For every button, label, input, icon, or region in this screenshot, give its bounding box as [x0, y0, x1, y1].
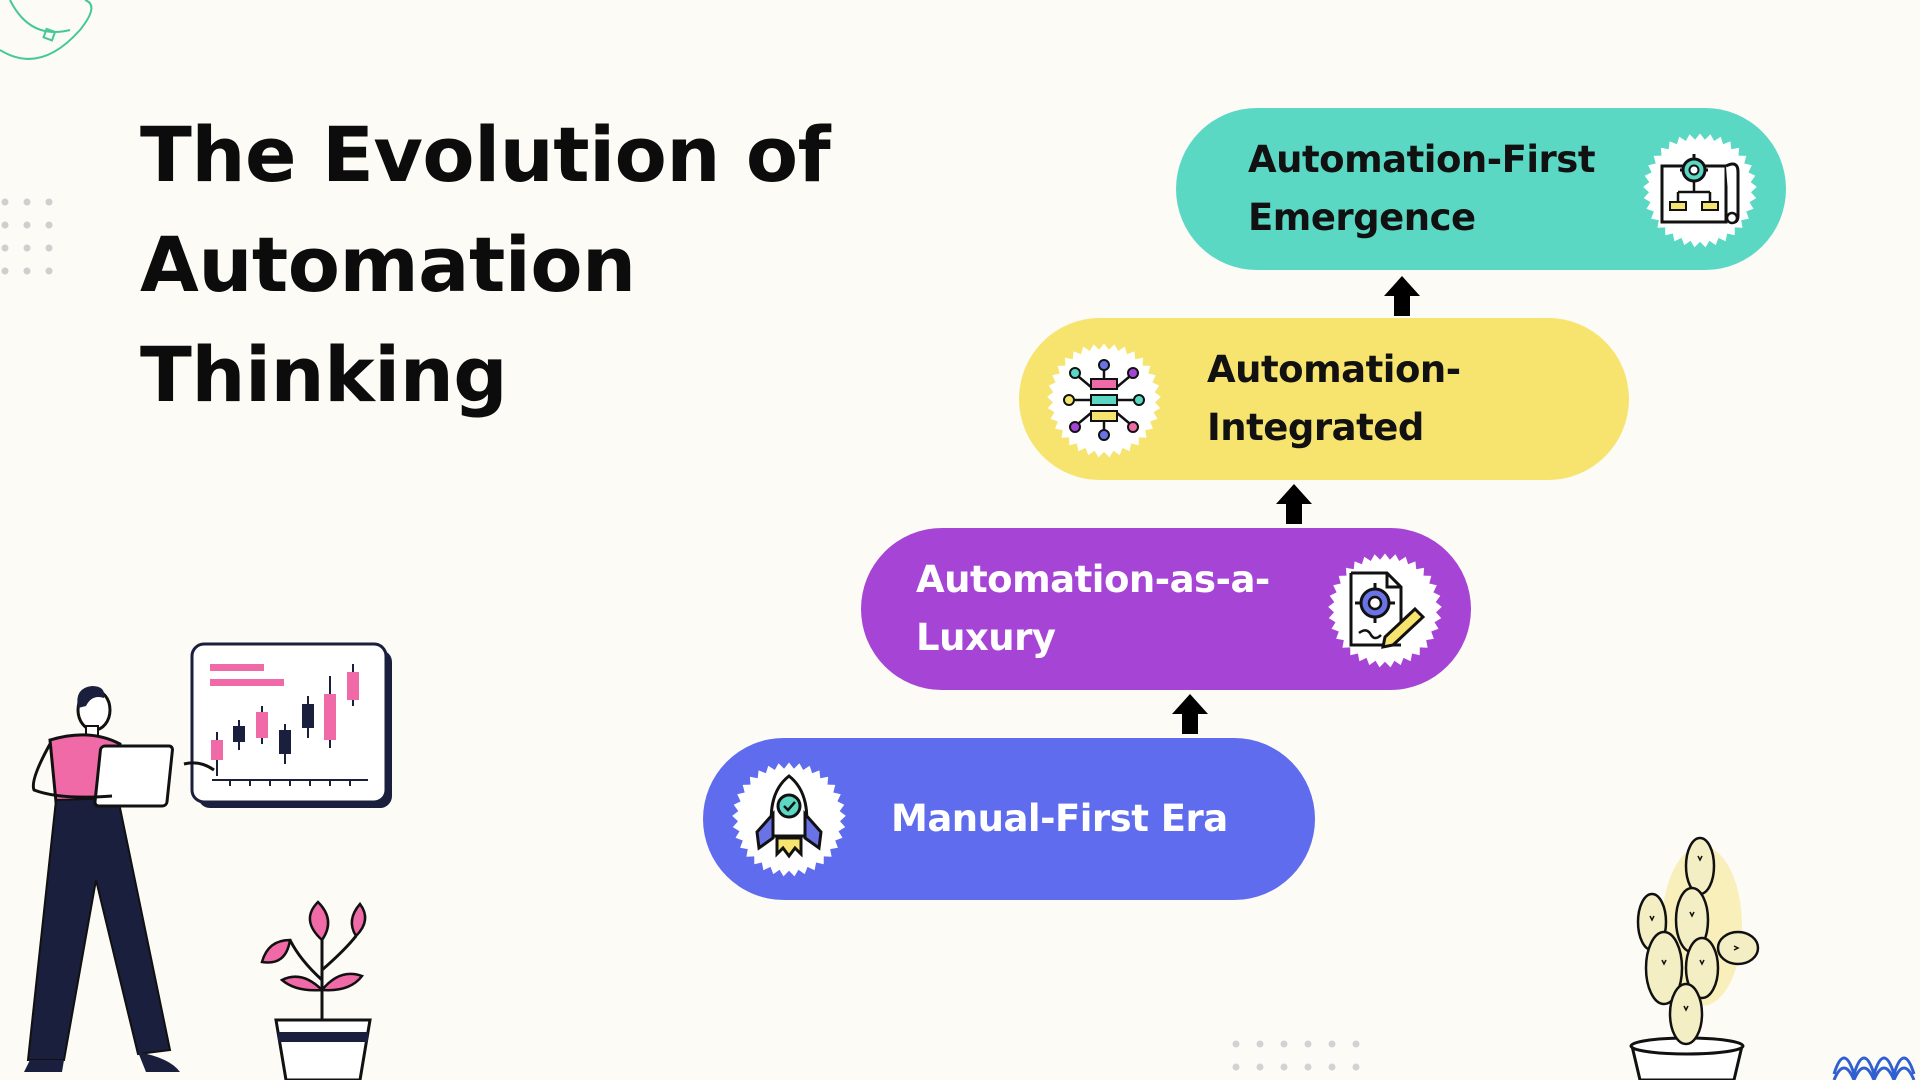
arrow-up-icon — [1276, 484, 1312, 524]
cactus-illustration — [1629, 836, 1760, 1080]
stage-label-line: Integrated — [1207, 406, 1424, 449]
stage-label: Automation-First Emergence — [1248, 131, 1596, 247]
title-line: Thinking — [140, 330, 508, 419]
stage-label: Automation-as-a- Luxury — [916, 551, 1270, 667]
wave-decoration — [1832, 1056, 1916, 1080]
scribble-decoration — [0, 0, 93, 60]
title-line: Automation — [140, 220, 636, 309]
blueprint-gear-badge — [1627, 117, 1773, 263]
document-gear-badge — [1312, 537, 1458, 683]
stage-label-line: Luxury — [916, 616, 1056, 659]
stage-label-line: Automation-First — [1248, 138, 1596, 181]
network-flow-icon — [1063, 359, 1145, 441]
page-title: The Evolution of Automation Thinking — [140, 100, 831, 430]
stage-label-line: Automation-as-a- — [916, 558, 1270, 601]
network-flow-badge — [1031, 327, 1177, 473]
rocket-icon — [755, 774, 823, 859]
stage-label: Automation- Integrated — [1207, 341, 1461, 457]
stage-label-line: Manual-First Era — [891, 797, 1228, 840]
stage-label: Manual-First Era — [891, 790, 1228, 848]
rocket-badge — [716, 746, 862, 892]
dot-grid-decoration — [1, 198, 53, 275]
stage-automation-integrated: Automation- Integrated — [1019, 318, 1629, 480]
title-line: The Evolution of — [140, 110, 831, 199]
woman-presenting-chart-illustration — [24, 642, 392, 1080]
stage-label-line: Emergence — [1248, 196, 1476, 239]
document-gear-icon — [1349, 571, 1425, 649]
arrow-up-icon — [1172, 694, 1208, 734]
dot-grid-decoration — [1232, 1040, 1360, 1071]
blueprint-gear-icon — [1660, 154, 1740, 225]
arrow-up-icon — [1384, 276, 1420, 316]
stage-label-line: Automation- — [1207, 348, 1461, 391]
